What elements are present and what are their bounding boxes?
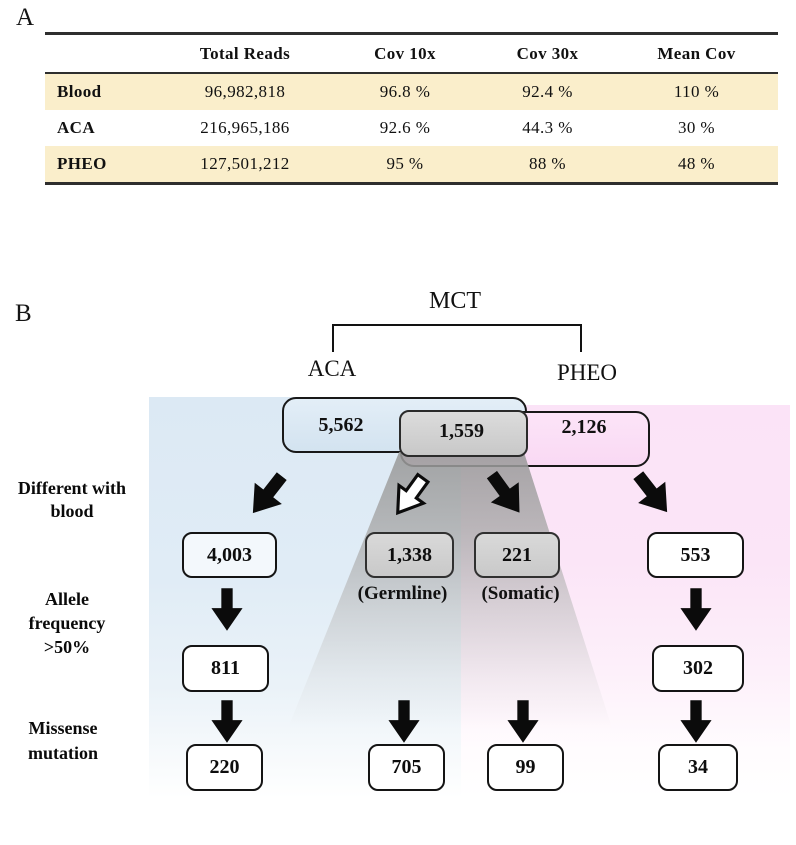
- row-name: ACA: [57, 118, 96, 137]
- cell-cov30x: 92.4 %: [522, 82, 573, 101]
- filter-label-line: mutation: [27, 743, 98, 763]
- cell-cov30x: 44.3 %: [522, 118, 573, 137]
- cell-total-reads: 96,982,818: [204, 82, 286, 101]
- row-name: PHEO: [57, 154, 107, 173]
- table-row-aca: ACA 216,965,186 92.6 % 44.3 % 30 %: [45, 110, 778, 146]
- count-value: 302: [683, 657, 713, 679]
- panel-a-label: A: [16, 4, 35, 31]
- cell-total-reads: 216,965,186: [200, 118, 290, 137]
- filter-label-different-with-blood: Different with blood: [2, 477, 142, 523]
- filter-label-line: >50%: [43, 637, 91, 657]
- table-row-blood: Blood 96,982,818 96.8 % 92.4 % 110 %: [45, 73, 778, 110]
- filter-label-allele-frequency: Allele frequency >50%: [6, 587, 128, 659]
- arrow-down-somatic-missense-icon: [506, 699, 540, 750]
- aca-only-count: 5,562: [318, 414, 364, 436]
- arrow-down-left-germline-hollow-icon: [381, 465, 440, 526]
- cell-cov10x: 92.6 %: [379, 118, 431, 137]
- count-value: 4,003: [207, 543, 252, 566]
- arrow-down-pheo-missense-icon: [679, 699, 713, 750]
- mct-title: MCT: [428, 288, 481, 314]
- count-value: 34: [688, 756, 708, 778]
- pheo-allele-count-box: 302: [652, 645, 744, 692]
- cell-meancov: 48 %: [677, 154, 715, 173]
- count-value: 221: [502, 543, 532, 566]
- count-value: 99: [515, 756, 536, 778]
- arrow-down-germline-missense-icon: [387, 699, 421, 750]
- shared-count: 1,559: [439, 420, 484, 442]
- count-value: 1,338: [387, 543, 432, 566]
- cell-total-reads: 127,501,212: [200, 154, 290, 173]
- pheo-different-count-box: 553: [647, 532, 744, 578]
- aca-missense-count-box: 220: [186, 744, 263, 791]
- cell-cov30x: 88 %: [528, 154, 566, 173]
- row-name: Blood: [57, 82, 102, 101]
- germline-label: (Germline): [357, 583, 448, 604]
- filter-label-line: blood: [50, 501, 94, 521]
- table-row-pheo: PHEO 127,501,212 95 % 88 % 48 %: [45, 146, 778, 184]
- table-header-meancov: Mean Cov: [615, 33, 778, 74]
- arrow-down-aca-missense-icon: [210, 699, 244, 750]
- germline-count-box: 1,338: [365, 532, 454, 578]
- arrow-down-right-pheo-icon: [623, 463, 682, 524]
- table-header-empty: [45, 33, 160, 74]
- count-value: 811: [211, 657, 240, 679]
- arrow-down-pheo-allele-icon: [679, 587, 713, 638]
- arrow-down-left-aca-icon: [237, 464, 296, 525]
- somatic-label: (Somatic): [481, 583, 560, 604]
- somatic-missense-count-box: 99: [487, 744, 564, 791]
- somatic-count-box: 221: [474, 532, 560, 578]
- count-value: 705: [391, 756, 422, 778]
- pheo-only-count: 2,126: [561, 416, 607, 438]
- aca-group-label: ACA: [307, 356, 357, 381]
- table-header-total-reads: Total Reads: [160, 33, 330, 74]
- count-value: 220: [209, 756, 240, 778]
- aca-different-count-box: 4,003: [182, 532, 277, 578]
- cell-meancov: 110 %: [673, 82, 720, 101]
- filter-label-line: frequency: [28, 613, 106, 633]
- aca-allele-count-box: 811: [182, 645, 269, 692]
- filter-label-line: Allele: [45, 589, 89, 609]
- pheo-missense-count-box: 34: [658, 744, 738, 791]
- filter-label-missense-mutation: Missense mutation: [6, 716, 120, 766]
- germline-missense-count-box: 705: [368, 744, 445, 791]
- arrow-down-aca-allele-icon: [210, 587, 244, 638]
- arrow-down-right-somatic-icon: [477, 463, 536, 524]
- pheo-group-label: PHEO: [556, 360, 618, 385]
- table-header-cov30x: Cov 30x: [480, 33, 615, 74]
- filter-label-line: Missense: [28, 718, 98, 738]
- shared-variant-box: [399, 410, 528, 457]
- cell-meancov: 30 %: [677, 118, 715, 137]
- filter-label-line: Different with: [17, 478, 127, 498]
- mct-bracket: [332, 324, 582, 352]
- count-value: 553: [680, 543, 711, 566]
- cell-cov10x: 95 %: [386, 154, 424, 173]
- table-header-row: Total Reads Cov 10x Cov 30x Mean Cov: [45, 33, 778, 74]
- coverage-table: Total Reads Cov 10x Cov 30x Mean Cov Blo…: [45, 32, 778, 185]
- cell-cov10x: 96.8 %: [379, 82, 431, 101]
- table-header-cov10x: Cov 10x: [330, 33, 480, 74]
- panel-b-label: B: [15, 300, 32, 327]
